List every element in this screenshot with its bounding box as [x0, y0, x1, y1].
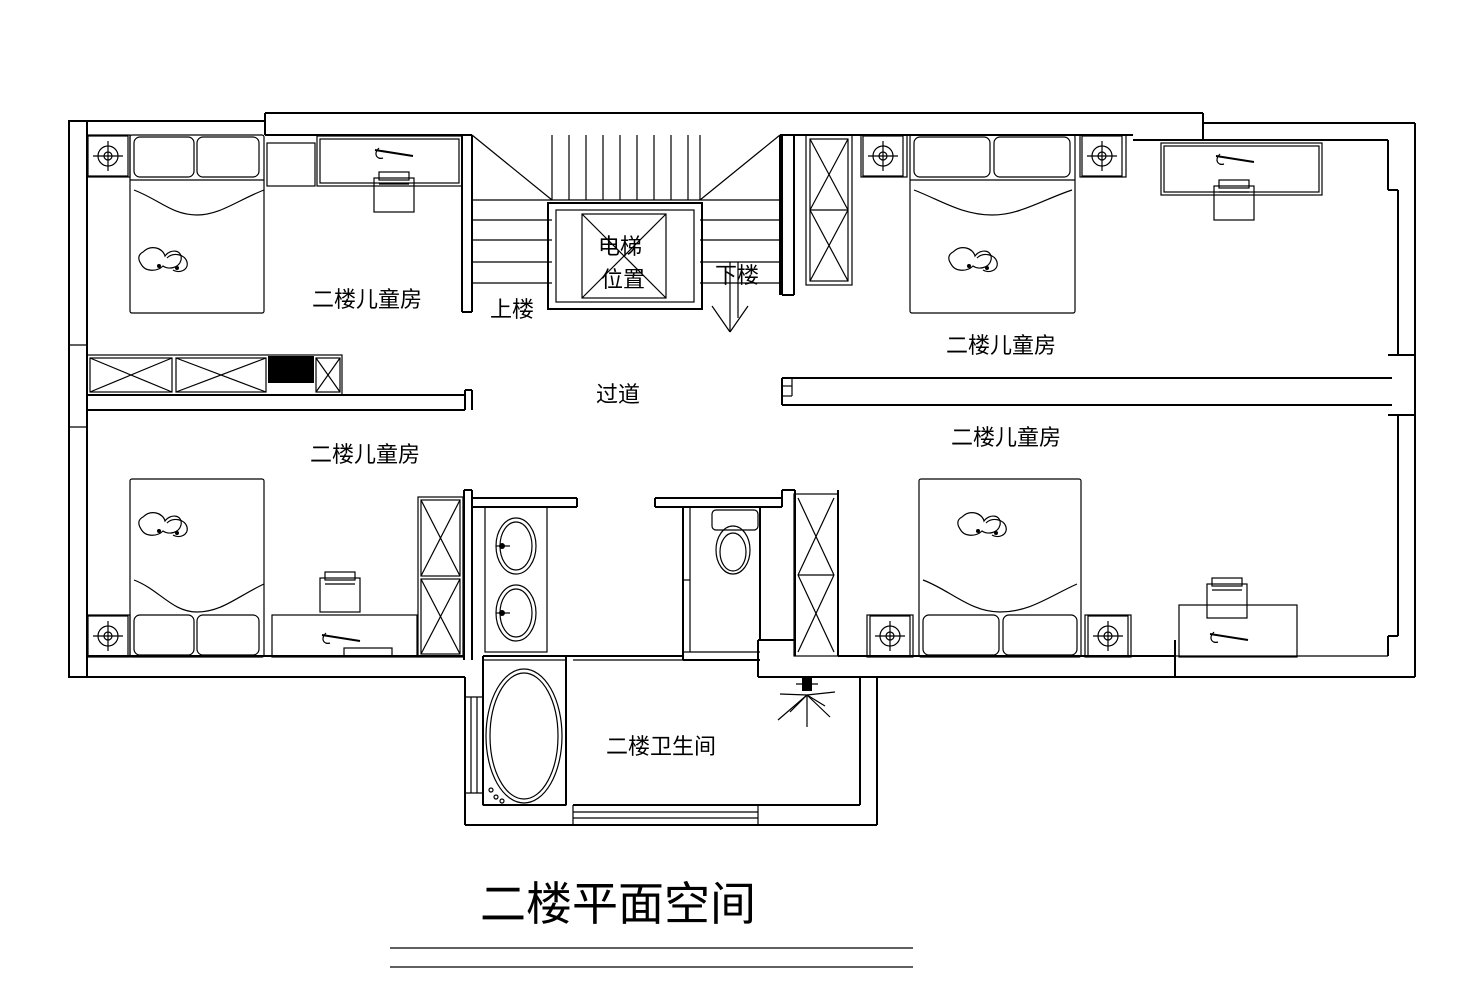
- staircase: [471, 134, 781, 295]
- internal-walls: [87, 135, 1392, 806]
- lamp-icon: [862, 135, 904, 177]
- lamp-icon: [1087, 615, 1129, 657]
- room-se-furniture: [793, 478, 1298, 658]
- elevator-label-2: 位置: [601, 268, 645, 293]
- room-label-sw: 二楼儿童房: [310, 443, 420, 468]
- storage-cabinets: [86, 354, 343, 396]
- elevator-shaft: [547, 202, 703, 310]
- vanity-sinks: [484, 506, 548, 653]
- lamp-icon: [87, 615, 129, 657]
- stairs-down-label: 下楼: [715, 264, 759, 289]
- bathroom-label: 二楼卫生间: [606, 735, 716, 760]
- plan-title: 二楼平面空间: [480, 877, 756, 931]
- corridor-label: 过道: [596, 383, 640, 408]
- lamp-icon: [1081, 135, 1123, 177]
- stairs-up-label: 上楼: [490, 298, 534, 323]
- room-sw-furniture: [86, 478, 464, 658]
- room-label-nw: 二楼儿童房: [312, 288, 422, 313]
- room-ne-furniture: [805, 134, 1323, 314]
- bathtub: [482, 659, 567, 806]
- lamp-icon: [87, 135, 129, 177]
- shower-icon: [777, 677, 836, 727]
- room-nw-furniture: [86, 134, 463, 314]
- toilet-icon: [711, 509, 759, 575]
- room-label-se: 二楼儿童房: [951, 426, 1061, 451]
- lamp-icon: [869, 615, 911, 657]
- down-arrow-icon: [711, 262, 749, 333]
- outer-walls: [68, 112, 1416, 826]
- room-label-ne: 二楼儿童房: [946, 334, 1056, 359]
- elevator-label-1: 电梯: [598, 235, 642, 260]
